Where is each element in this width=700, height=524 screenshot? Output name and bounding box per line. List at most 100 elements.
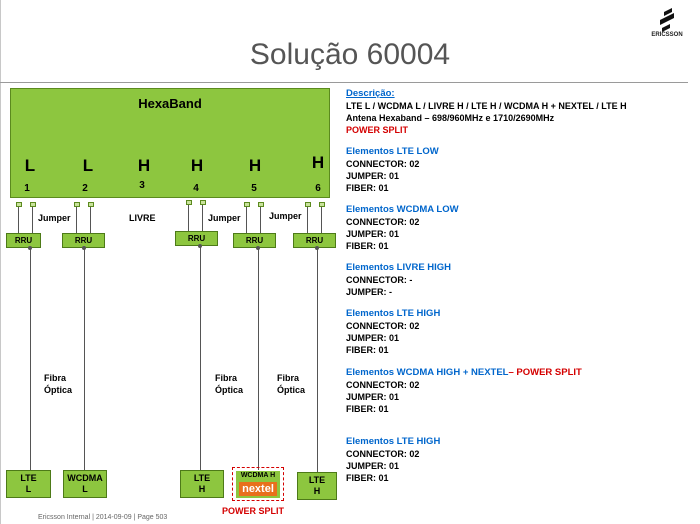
jumper-label: Jumper xyxy=(269,211,302,221)
rru-unit: RRU xyxy=(6,233,41,248)
ericsson-wordmark: ERICSSON xyxy=(651,32,683,38)
elements-heading: Elementos WCDMA LOW xyxy=(346,204,459,215)
antenna-label: LTE xyxy=(193,473,211,483)
antenna-band: H xyxy=(198,484,206,494)
elements-line: CONNECTOR: 02 xyxy=(346,321,420,331)
antenna-wcdma-high-nextel: WCDMA H nextel xyxy=(232,467,284,501)
elements-lte-high: Elementos LTE HIGH CONNECTOR: 02 JUMPER:… xyxy=(346,308,440,356)
port-2-band: L xyxy=(82,156,94,175)
optica-label: Óptica xyxy=(44,385,73,395)
port-5-band: H xyxy=(248,156,262,175)
ericsson-logo-icon xyxy=(660,8,674,32)
jumper-label: Jumper xyxy=(208,213,241,223)
hexaband-title: HexaBand xyxy=(138,96,202,111)
optica-label: Óptica xyxy=(277,385,306,395)
elements-line: CONNECTOR: 02 xyxy=(346,449,420,459)
connector xyxy=(200,200,206,205)
footer: Ericsson Internal | 2014-09-09 | Page 50… xyxy=(38,514,168,521)
antenna-band: L xyxy=(25,484,32,494)
connector xyxy=(305,202,311,207)
connection-dot xyxy=(82,246,86,250)
elements-line: JUMPER: 01 xyxy=(346,171,400,181)
connection-dot xyxy=(198,244,202,248)
rru-unit: RRU xyxy=(293,233,336,248)
port-3-band: H xyxy=(137,156,151,175)
antenna-lte-high-2: LTE H xyxy=(297,472,337,500)
jumper-line xyxy=(32,207,33,233)
jumper-line xyxy=(260,207,261,233)
connector xyxy=(244,202,250,207)
elements-wcdma-low: Elementos WCDMA LOW CONNECTOR: 02 JUMPER… xyxy=(346,204,459,252)
antenna-wcdma-low: WCDMA L xyxy=(63,470,107,498)
rru-unit: RRU xyxy=(233,233,276,248)
elements-livre-high: Elementos LIVRE HIGH CONNECTOR: - JUMPER… xyxy=(346,262,451,298)
connection-dot xyxy=(256,246,260,250)
elements-line: FIBER: 01 xyxy=(346,183,389,193)
jumper-line xyxy=(18,207,19,233)
elements-heading: Elementos LTE LOW xyxy=(346,146,439,157)
port-1-number: 1 xyxy=(24,183,30,194)
nextel-logo-icon: nextel xyxy=(239,482,277,496)
elements-line: FIBER: 01 xyxy=(346,404,389,414)
description-block: Descrição: LTE L / WCDMA L / LIVRE H / L… xyxy=(346,88,627,136)
description-line: LTE L / WCDMA L / LIVRE H / LTE H / WCDM… xyxy=(346,101,627,111)
fibra-label: Fibra xyxy=(44,373,67,383)
jumper-line xyxy=(246,207,247,233)
left-border xyxy=(0,0,1,524)
connector xyxy=(16,202,22,207)
connection-dot xyxy=(28,246,32,250)
connector xyxy=(74,202,80,207)
connector xyxy=(258,202,264,207)
antenna-label: LTE xyxy=(308,475,326,485)
connector xyxy=(88,202,94,207)
connector xyxy=(30,202,36,207)
power-split-label: POWER SPLIT xyxy=(222,506,285,516)
jumper-line xyxy=(321,207,322,233)
elements-line: FIBER: 01 xyxy=(346,241,389,251)
description-heading: Descrição: xyxy=(346,88,395,99)
elements-line: JUMPER: 01 xyxy=(346,333,400,343)
fibra-label: Fibra xyxy=(277,373,300,383)
port-3-number: 3 xyxy=(139,180,145,191)
elements-line: CONNECTOR: 02 xyxy=(346,380,420,390)
jumper-line xyxy=(202,205,203,231)
livre-label: LIVRE xyxy=(129,213,156,223)
elements-heading-power-split: – POWER SPLIT xyxy=(508,367,582,378)
antenna-lte-low: LTE L xyxy=(6,470,51,498)
elements-line: JUMPER: 01 xyxy=(346,392,400,402)
connector xyxy=(319,202,325,207)
rru-unit: RRU xyxy=(175,231,218,246)
antenna-label: LTE xyxy=(20,473,37,483)
port-4-number: 4 xyxy=(193,183,199,194)
elements-line: JUMPER: 01 xyxy=(346,461,400,471)
elements-lte-low: Elementos LTE LOW CONNECTOR: 02 JUMPER: … xyxy=(346,146,439,194)
fiber-line xyxy=(258,248,259,470)
elements-lte-high-2: Elementos LTE HIGH CONNECTOR: 02 JUMPER:… xyxy=(346,436,440,484)
antenna-lte-high: LTE H xyxy=(180,470,224,498)
antenna-label: WCDMA xyxy=(67,473,103,483)
wcdma-nextel-module: WCDMA H nextel xyxy=(236,471,280,498)
port-6-number: 6 xyxy=(315,183,321,194)
port-4-band: H xyxy=(190,156,204,175)
description-power-split: POWER SPLIT xyxy=(346,125,409,135)
elements-heading: Elementos WCDMA HIGH + NEXTEL– POWER SPL… xyxy=(346,367,582,379)
fiber-line xyxy=(84,248,85,470)
fiber-line xyxy=(30,248,31,470)
port-5-number: 5 xyxy=(251,183,257,194)
antenna-band: L xyxy=(82,484,88,494)
antenna-band: H xyxy=(313,486,321,496)
port-1-band: L xyxy=(24,156,36,175)
slide-title: Solução 60004 xyxy=(249,38,451,71)
elements-line: CONNECTOR: 02 xyxy=(346,159,420,169)
port-2-number: 2 xyxy=(82,183,88,194)
elements-heading: Elementos LTE HIGH xyxy=(346,436,441,447)
fiber-line xyxy=(317,248,318,472)
elements-line: JUMPER: 01 xyxy=(346,229,400,239)
connector xyxy=(186,200,192,205)
elements-line: CONNECTOR: - xyxy=(346,275,413,285)
hexaband-antenna-block xyxy=(10,88,330,198)
description-line: Antena Hexaband – 698/960MHz e 1710/2690… xyxy=(346,113,555,123)
port-6-band: H xyxy=(311,153,325,172)
jumper-line xyxy=(76,207,77,233)
jumper-line xyxy=(90,207,91,233)
